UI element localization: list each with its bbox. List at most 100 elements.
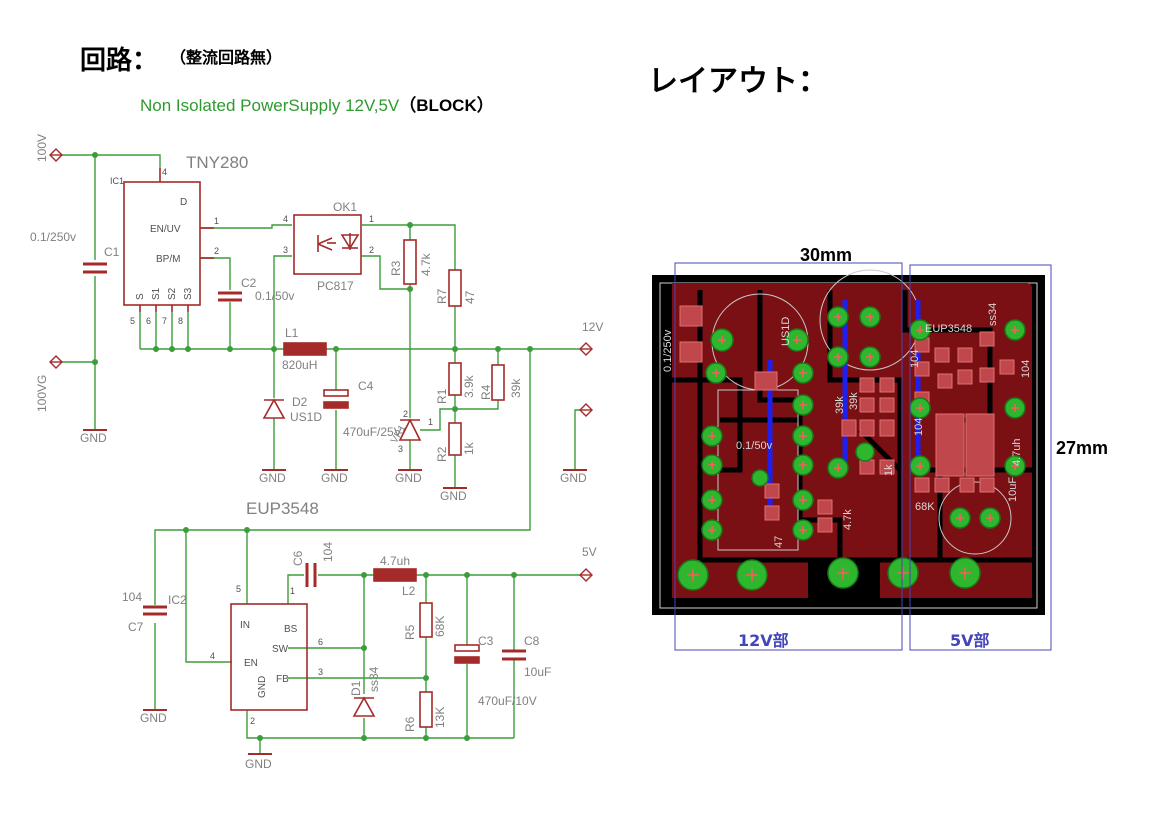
r5-body — [419, 602, 433, 638]
r2-value: 1k — [462, 441, 476, 455]
vr-pin2: 2 — [403, 409, 408, 419]
gnd-label-5: GND — [440, 489, 467, 503]
l1-body — [283, 342, 327, 356]
gnd-label-8: GND — [245, 757, 272, 771]
r4-body — [491, 364, 505, 401]
ic1-pinno-bp: 2 — [214, 246, 219, 256]
ic1-name: TNY280 — [186, 153, 248, 172]
gnd-label-6: GND — [560, 471, 587, 485]
r7-ref: R7 — [435, 288, 449, 304]
port-5v-label: 5V — [582, 545, 597, 559]
d1-value: ss34 — [367, 666, 381, 692]
r1-value: 3.9k — [462, 374, 476, 398]
silk-l2: 4.7uh — [1011, 438, 1023, 466]
silk-r3: 4.7k — [842, 509, 854, 530]
ok1-name: PC817 — [317, 279, 354, 293]
r2-body — [448, 422, 462, 456]
height-label: 27mm — [1056, 438, 1108, 458]
c4-value: 470uF/25V — [343, 425, 402, 439]
r3-body — [403, 239, 417, 285]
r2-ref: R2 — [435, 446, 449, 462]
c3-value: 470uF/10V — [478, 694, 537, 708]
c6-value: 104 — [321, 542, 335, 562]
ic1-pinno-s1: 6 — [146, 316, 151, 326]
l1-value: 820uH — [282, 358, 317, 372]
c8-value: 10uF — [524, 665, 551, 679]
vr-pin1: 1 — [428, 417, 433, 427]
c1-value: 0.1/250v — [30, 230, 76, 244]
port-100vg-label: 100VG — [35, 375, 49, 412]
c2-ref: C2 — [241, 276, 257, 290]
gnd-label-7: GND — [140, 711, 167, 725]
r6-value: 13K — [433, 707, 447, 728]
c7-value: 104 — [122, 590, 142, 604]
ic2-pinno-in: 5 — [236, 584, 241, 594]
r5-value: 68K — [433, 616, 447, 637]
port-12v-label: 12V — [582, 320, 603, 334]
section-12v-label: 12V部 — [738, 631, 789, 650]
c3-ref: C3 — [478, 634, 494, 648]
ok1-pin3: 3 — [283, 245, 288, 255]
section-5v-box — [909, 264, 1052, 651]
r7-value: 47 — [463, 290, 477, 304]
ic1-pin-s1: S1 — [151, 287, 162, 300]
silk-ic2: EUP3548 — [925, 323, 972, 335]
ic2-pin-bs: BS — [284, 624, 298, 635]
ports — [49, 148, 593, 582]
silk-r1: 39k — [848, 392, 860, 410]
ic1-body — [123, 181, 201, 306]
ic1-pin-d: D — [180, 197, 187, 208]
gnd-label-1: GND — [80, 431, 107, 445]
ic2-body — [230, 603, 308, 711]
c4-ref: C4 — [358, 379, 374, 393]
schematic-labels: 100V 100VG 12V 5V GND GND GND GND GND GN… — [30, 134, 603, 771]
ic2-pin-gnd: GND — [257, 676, 268, 698]
c4-plus — [323, 389, 349, 397]
ic1-pinno-s3: 8 — [178, 316, 183, 326]
r4-ref: R4 — [479, 384, 493, 400]
ic1-pin-bp: BP/M — [156, 254, 180, 265]
silk-c6: 104 — [909, 350, 921, 368]
ic2-pinno-sw: 6 — [318, 637, 323, 647]
pcb-smd-pads — [679, 305, 1015, 533]
ic1-pin-s: S — [135, 293, 146, 300]
section-12v-box — [674, 262, 903, 651]
c8-ref: C8 — [524, 634, 540, 648]
port-100v-label: 100V — [35, 134, 49, 162]
r3-value: 4.7k — [419, 252, 433, 276]
ic1-pin-s2: S2 — [167, 287, 178, 300]
ic2-pinno-en: 4 — [210, 651, 215, 661]
gnd-label-2: GND — [259, 471, 286, 485]
silk-d1: ss34 — [987, 303, 999, 326]
gnd-label-3: GND — [321, 471, 348, 485]
ic2-pin-sw: SW — [272, 644, 289, 655]
ic2-ref: IC2 — [168, 593, 187, 607]
d2-ref: D2 — [292, 395, 308, 409]
silk-r2: 1k — [883, 464, 895, 476]
silk-c1: 0.1/250v — [662, 329, 674, 372]
r5-ref: R5 — [403, 624, 417, 640]
ic2-pinno-bs: 1 — [290, 586, 295, 596]
silk-c2: 0.1/50v — [736, 440, 773, 452]
d1-body — [352, 696, 376, 717]
r3-ref: R3 — [389, 260, 403, 276]
l1-ref: L1 — [285, 326, 299, 340]
components — [83, 168, 526, 728]
ok1-ref: OK1 — [333, 200, 357, 214]
ic2-pin-fb: FB — [276, 674, 289, 685]
ok1-body — [293, 214, 362, 275]
pcb-silk-labels: 0.1/250v US1D 0.1/50v 39k 39k 1k 4.7k 47… — [662, 303, 1032, 548]
r6-body — [419, 691, 433, 728]
silk-c7: 104 — [913, 418, 925, 436]
schematic-wires — [56, 154, 585, 754]
c7-ref: C7 — [128, 620, 144, 634]
c6-ref: C6 — [291, 550, 305, 566]
r4-value: 39k — [509, 378, 523, 398]
schematic-subtitle: Non Isolated PowerSupply 12V,5V（BLOCK） — [140, 91, 494, 116]
silk-c8: 10uF — [1007, 477, 1019, 502]
l2-body — [373, 568, 417, 582]
r1-ref: R1 — [435, 388, 449, 404]
ic2-pinno-gnd: 2 — [250, 716, 255, 726]
ic1-pin-en: EN/UV — [150, 224, 181, 235]
